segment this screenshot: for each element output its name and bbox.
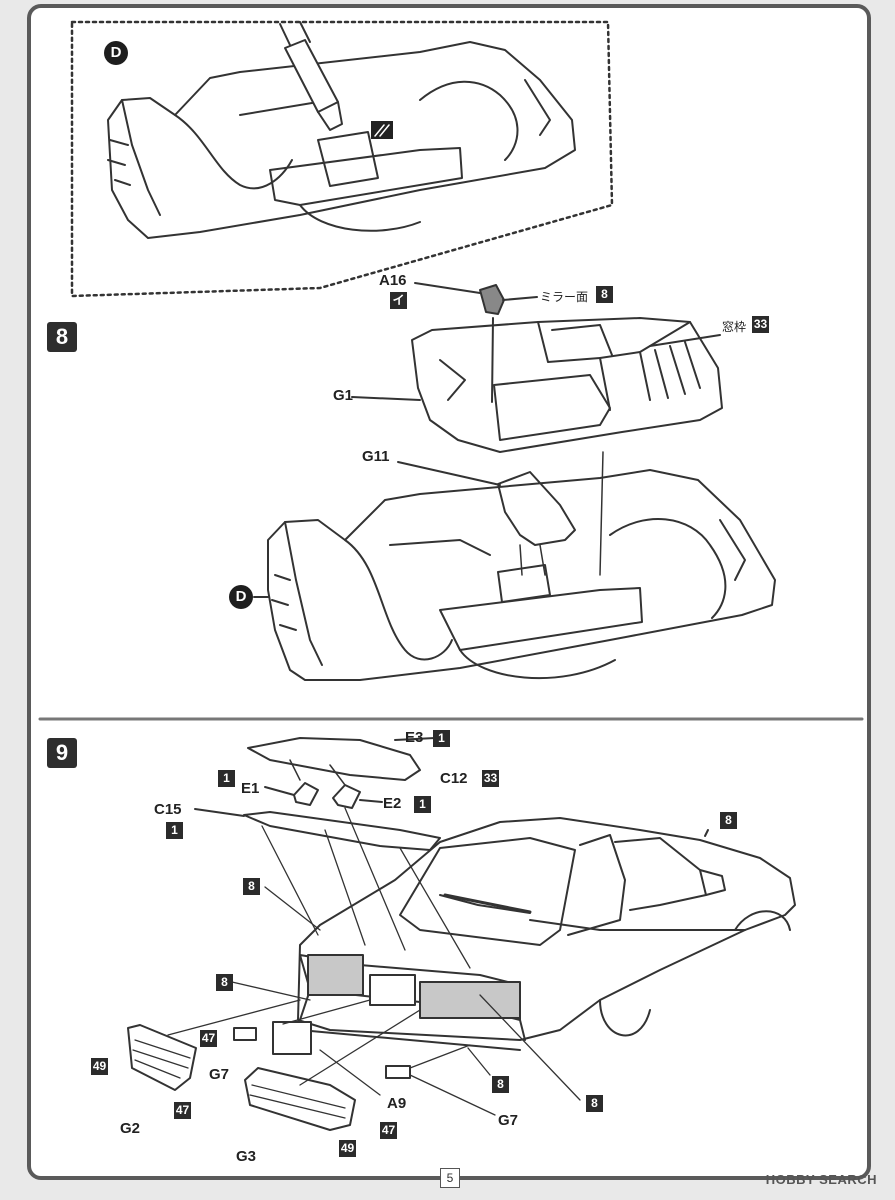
label-window-frame: 窓枠 [722,320,747,334]
part-g3 [244,1067,356,1131]
step-8-number: 8 [47,322,77,352]
badge-c15-code: 1 [166,822,183,839]
watermark: HOBBY SEARCH [765,1172,877,1187]
label-g7-right: G7 [498,1112,519,1129]
badge-e3-code: 1 [433,730,450,747]
part-g1 [411,317,723,453]
label-c12: C12 [440,770,468,787]
interior-tub-d [107,41,576,239]
badge-code8-c: 8 [492,1076,509,1093]
marker-d-step8: D [229,585,253,609]
label-g1: G1 [333,387,354,404]
badge-code8-b: 8 [216,974,233,991]
subassembly-marker-d: D [104,41,128,65]
wiper [443,893,532,914]
paint-brush [279,21,343,131]
label-mirror-surface: ミラー面 [540,290,589,304]
label-e3: E3 [405,729,424,746]
badge-e2-code: 1 [414,796,431,813]
part-g7-right [385,1065,411,1079]
label-g11: G11 [362,448,390,465]
badge-code49-a: 49 [91,1058,108,1075]
badge-window-frame-code: 33 [752,316,769,333]
label-g3: G3 [236,1148,257,1165]
paint-swatch [371,121,393,139]
tail-lens-right [419,981,521,1019]
badge-mirror-code: 8 [596,286,613,303]
part-g7-left [233,1027,257,1041]
label-g7-left: G7 [209,1066,230,1083]
label-e2: E2 [383,795,402,812]
label-a9: A9 [387,1095,407,1112]
mirror-part-a16 [414,282,538,403]
page-number: 5 [440,1168,460,1188]
badge-code47-b: 47 [174,1102,191,1119]
badge-code49-b: 49 [339,1140,356,1157]
step-9-number: 9 [47,738,77,768]
badge-e1-code: 1 [218,770,235,787]
part-c15 [194,808,441,851]
badge-a16-sub: イ [390,292,407,309]
badge-code8-d: 8 [586,1095,603,1112]
label-g2: G2 [120,1120,141,1137]
part-e3 [247,737,436,781]
car-body [297,817,796,1051]
subassembly-box [70,20,614,298]
tail-lens-left [307,954,364,996]
interior-tub-8 [267,469,776,681]
plate-area [369,974,416,1006]
badge-code47-a: 47 [200,1030,217,1047]
label-a16: A16 [379,272,407,289]
part-e1 [264,782,319,806]
badge-code8-a: 8 [243,878,260,895]
part-g11 [397,451,604,576]
part-e2 [332,784,383,809]
part-g2 [127,1024,197,1091]
part-a9 [272,1021,312,1055]
label-e1: E1 [241,780,260,797]
badge-c12-code: 33 [482,770,499,787]
badge-code47-c: 47 [380,1122,397,1139]
label-c15: C15 [154,801,182,818]
badge-body-code: 8 [720,812,737,829]
